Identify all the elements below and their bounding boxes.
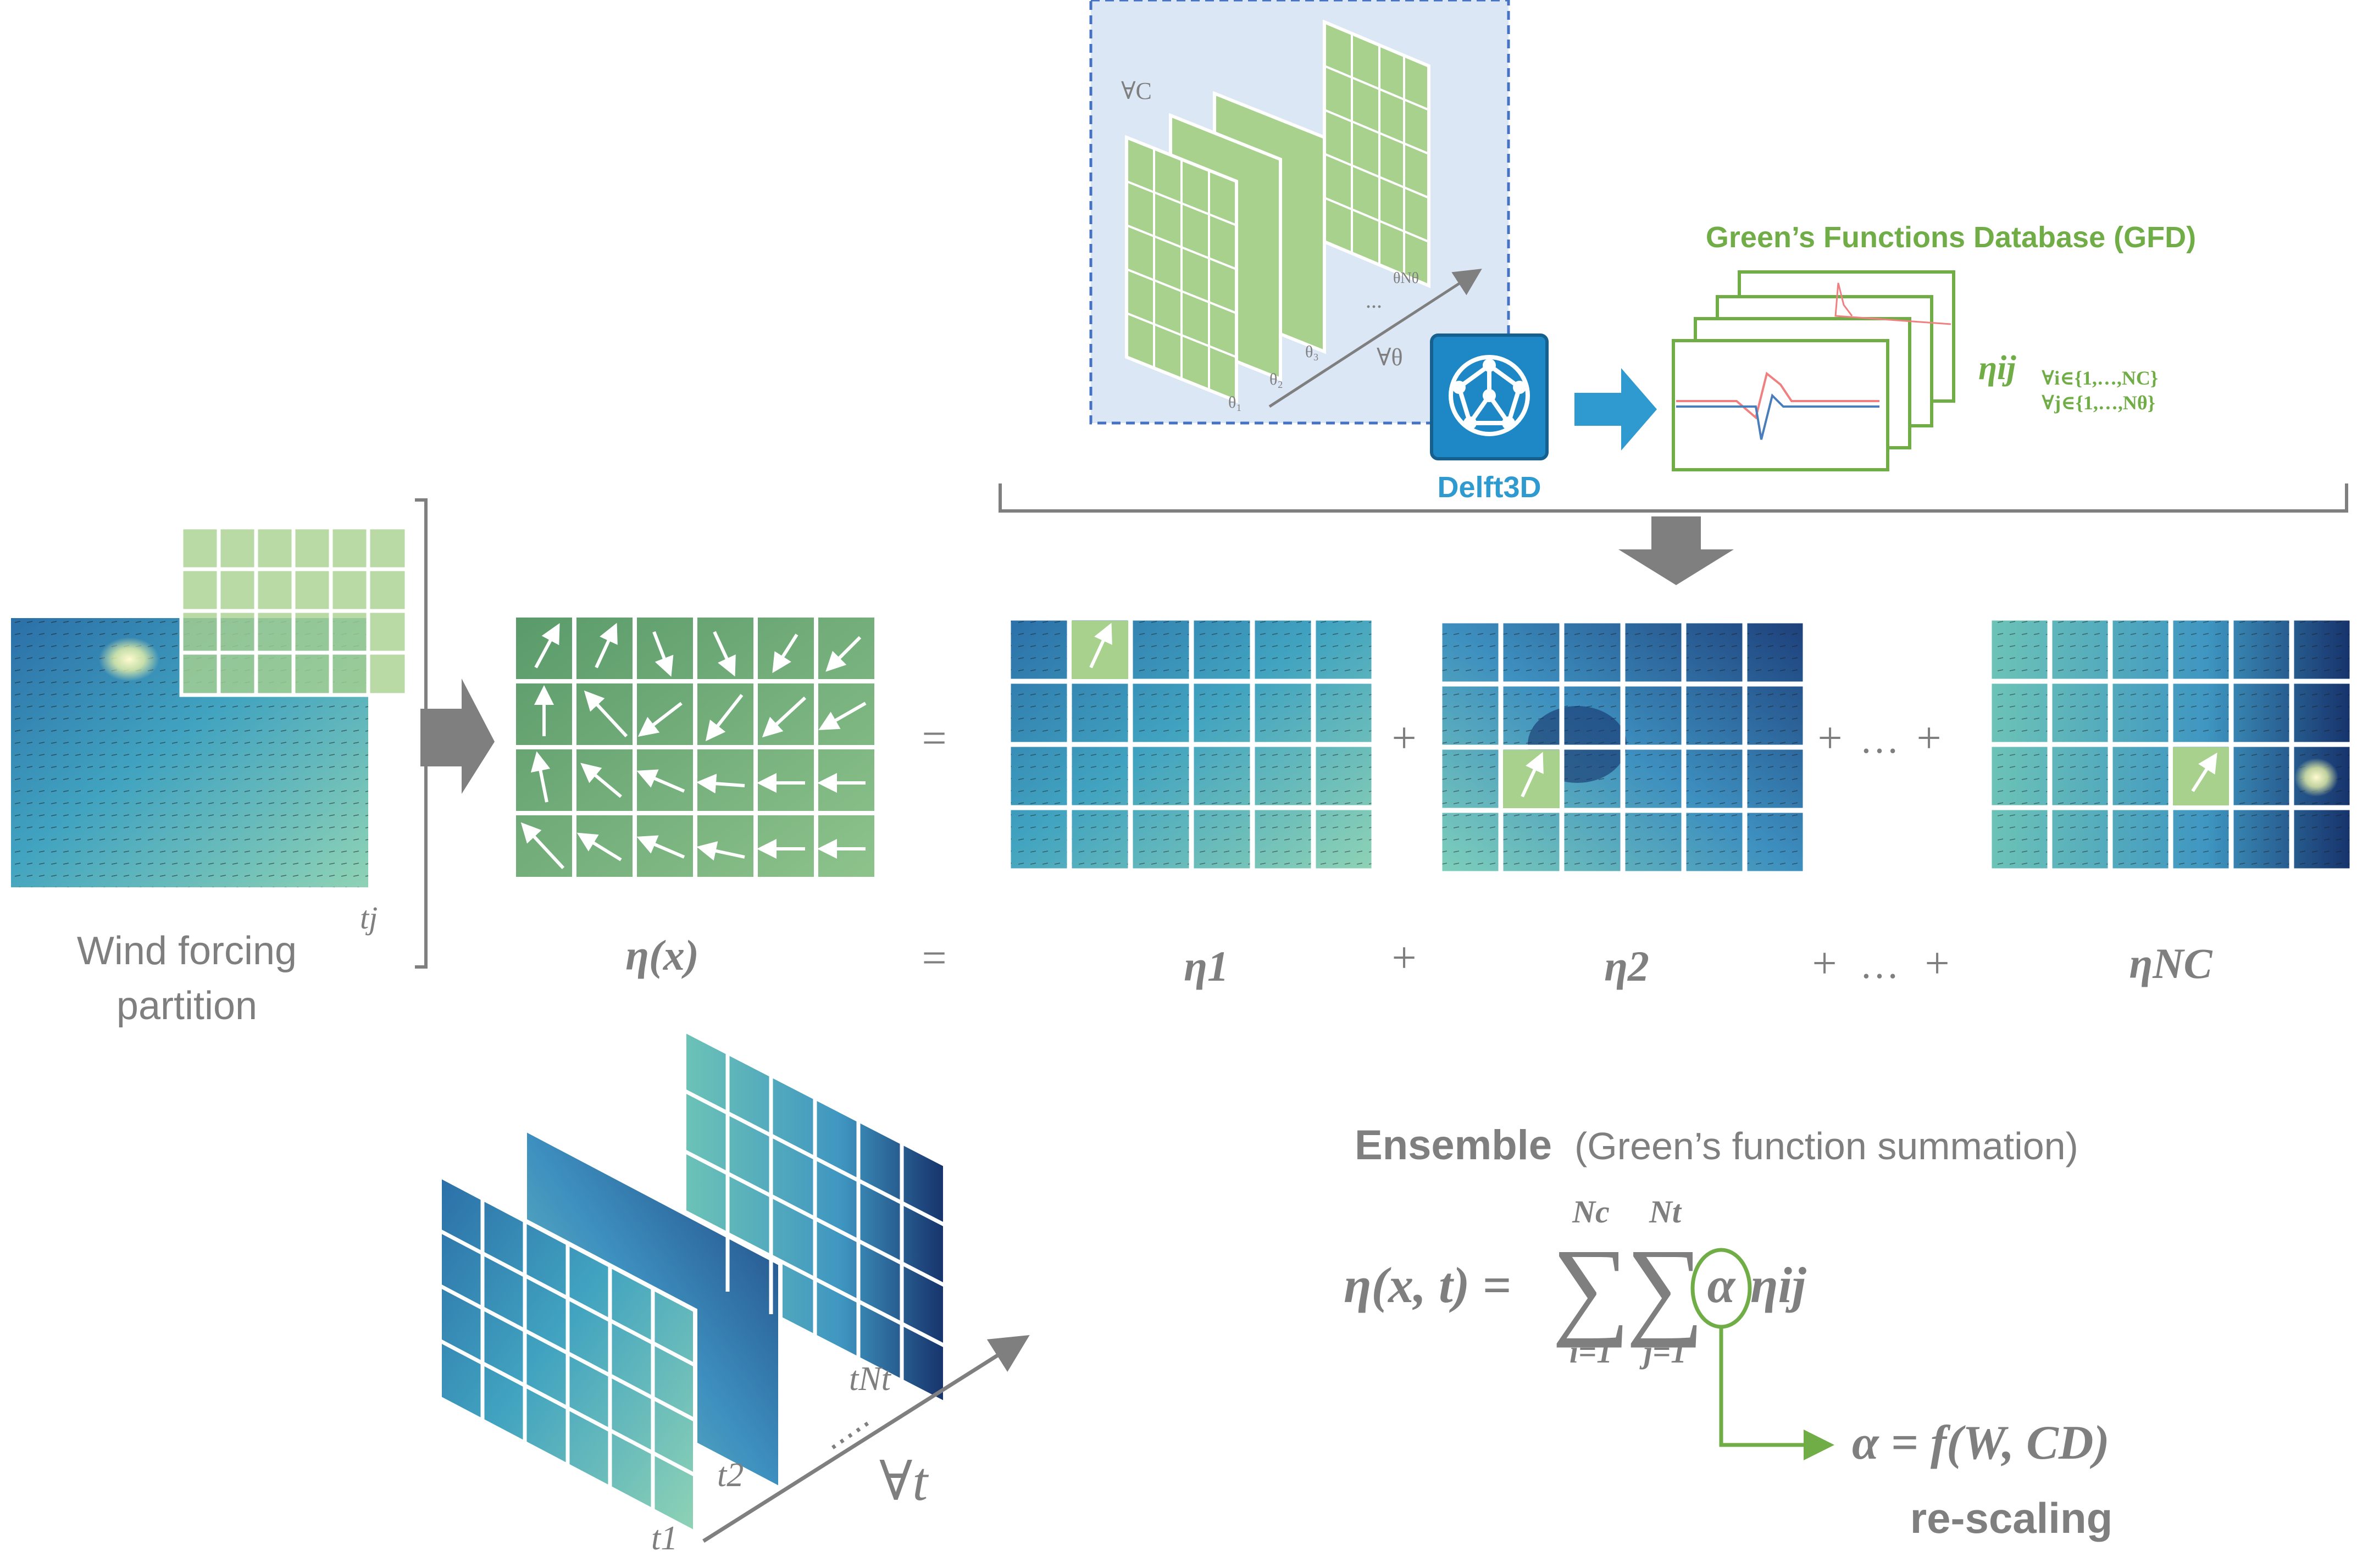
rescale-equation: α = f(W, CD)	[1852, 1416, 2110, 1470]
rescale-label: re-scaling	[1910, 1494, 2112, 1542]
plus-1-bottom: +	[1391, 934, 1416, 982]
equals-top: =	[922, 714, 946, 763]
time-axis	[702, 1335, 1030, 1543]
ensemble-eta-ij: ηij	[1750, 1257, 1806, 1313]
sum1-bottom: i=1	[1570, 1334, 1612, 1370]
eta-1-map	[1006, 615, 1377, 874]
wind-label-line1: Wind forcing	[77, 929, 297, 973]
time-dots	[831, 1421, 869, 1449]
ensemble-title-rest: (Green’s function summation)	[1574, 1125, 2078, 1167]
wind-label-line2: partition	[117, 984, 257, 1028]
time-stack	[437, 1026, 947, 1537]
eta-nc-map	[1987, 615, 2355, 874]
partition-grid	[179, 525, 409, 697]
rescale-arrow	[1719, 1327, 1834, 1460]
theta-2-label: θ₂	[1269, 370, 1283, 388]
plus-3-top: +	[1916, 714, 1941, 763]
plus-2-top: +	[1817, 714, 1842, 763]
forall-theta-label: ∀θ	[1377, 344, 1403, 371]
equals-bottom: =	[922, 934, 946, 982]
theta-n-label: θNθ	[1393, 270, 1419, 287]
plus-3-bottom: +	[1925, 939, 1949, 988]
forall-c-label: ∀C	[1121, 77, 1152, 104]
eta-nc-label: ηNC	[2129, 939, 2212, 987]
tnt-label: tNt	[849, 1360, 892, 1398]
theta-grid-stack	[1125, 19, 1430, 404]
eta-2-map	[1437, 618, 1808, 876]
eta-x-label: η(x)	[625, 931, 699, 979]
dots-top: …	[1860, 718, 1899, 761]
t2-label: t2	[717, 1456, 744, 1494]
sum1-top: Nc	[1572, 1194, 1610, 1230]
blue-arrow	[1574, 368, 1657, 451]
theta-1-label: θ₁	[1228, 393, 1242, 412]
ensemble-title-bold: Ensemble	[1355, 1122, 1552, 1169]
gfd-cond-i: ∀i∈{1,…,NC}	[2042, 367, 2158, 389]
plus-2-bottom: +	[1812, 939, 1837, 988]
ensemble-lhs: η(x, t) =	[1344, 1257, 1511, 1313]
delft3d-label: Delft3D	[1437, 471, 1541, 504]
sum2-bottom: j=1	[1639, 1334, 1687, 1370]
t1-label: t1	[651, 1520, 678, 1557]
wind-forcing-map	[11, 525, 409, 887]
down-arrow	[1618, 516, 1734, 585]
theta-dots: ...	[1366, 288, 1382, 313]
tj-label: tj	[360, 900, 378, 936]
sum1-symbol: ∑	[1552, 1227, 1631, 1348]
forcing-space-panel: ∀C ∀θ θ₁ θ₂ θ₃ θNθ ...	[1089, 0, 1510, 425]
ensemble-alpha: α	[1707, 1257, 1737, 1313]
eta-2-label: η2	[1604, 942, 1649, 990]
sum2-top: Nt	[1649, 1194, 1682, 1230]
theta-3-label: θ₃	[1305, 343, 1319, 361]
gfd-stack	[1672, 270, 1955, 471]
plus-1-top: +	[1391, 714, 1416, 763]
gfd-cond-j: ∀j∈{1,…,Nθ}	[2042, 392, 2155, 414]
dots-bottom: …	[1860, 943, 1899, 987]
eta-1-label: η1	[1184, 942, 1229, 990]
gfd-title: Green’s Functions Database (GFD)	[1706, 221, 2196, 254]
delft3d-logo	[1430, 333, 1549, 460]
gfd-bracket	[999, 483, 2348, 513]
forall-t-label: ∀t	[879, 1451, 929, 1512]
right-arrow	[420, 679, 495, 794]
eta-x-grid	[512, 613, 879, 881]
theta-axis	[1268, 269, 1482, 408]
gfd-eta-ij: ηij	[1978, 349, 2016, 387]
